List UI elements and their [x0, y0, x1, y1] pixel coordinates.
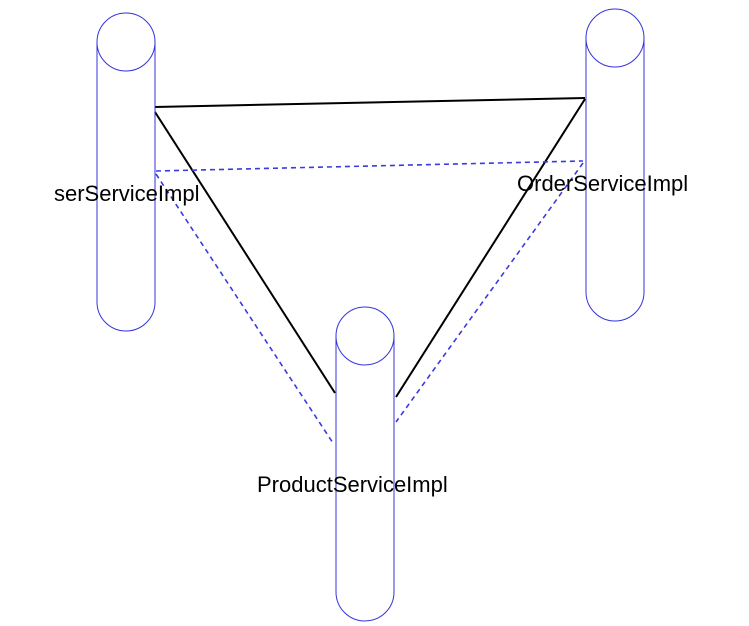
edge-order-product-solid — [395, 98, 586, 398]
node-order-service[interactable]: OrderServiceImpl — [517, 8, 688, 322]
node-product-service[interactable]: ProductServiceImpl — [257, 306, 448, 622]
node-label-product: ProductServiceImpl — [257, 472, 448, 497]
node-label-user: serServiceImpl — [54, 181, 199, 206]
node-label-order: OrderServiceImpl — [517, 171, 688, 196]
edge-user-product-dashed — [155, 173, 334, 444]
edge-user-order-dashed — [155, 160, 584, 172]
cylinder-body — [96, 42, 156, 332]
edge-user-product-solid — [154, 111, 336, 394]
cylinder-top — [335, 306, 395, 366]
cylinder-body — [335, 336, 395, 622]
edge-user-order-solid — [154, 97, 586, 108]
cylinder-top — [585, 8, 645, 68]
cylinder-top — [96, 12, 156, 72]
edge-order-product-dashed — [395, 162, 584, 423]
node-user-service[interactable]: serServiceImpl — [54, 12, 199, 332]
cylinder-body — [585, 38, 645, 322]
